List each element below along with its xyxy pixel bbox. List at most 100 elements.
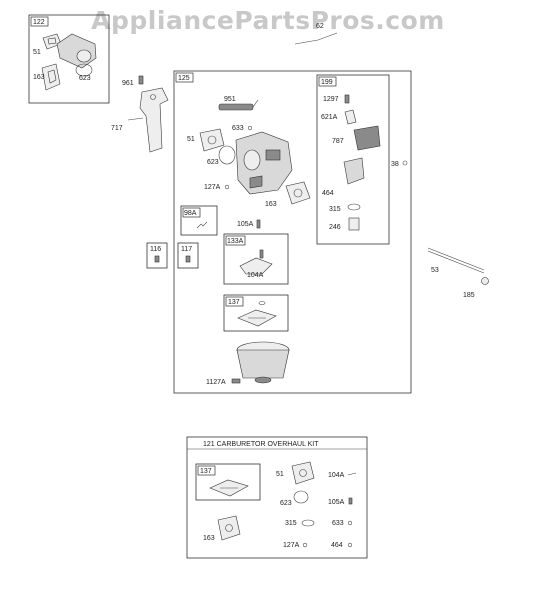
label-163: 163 [33,74,45,81]
group-133a-frame [223,233,289,285]
label-104a-kit: 104A [328,472,345,479]
kit-o-ring-623 [293,490,309,504]
group-98a-frame [180,205,218,236]
gasket-163-carb-hole [293,188,303,198]
group-116: 116 [146,242,168,269]
kit-part-633 [347,520,353,526]
group-98a-tag [182,207,201,218]
label-137b: 137 [200,468,212,475]
label-163c: 163 [203,535,215,542]
float-133a [239,257,273,275]
kit-o-ring-315 [301,519,315,527]
group-133a-tag [225,235,246,246]
part-621a [344,109,357,125]
carburetor-bowl-seat [249,175,263,189]
carburetor-throat [243,149,261,171]
intake-port [76,49,92,63]
part-185 [481,277,489,285]
bracket-hole [150,94,156,100]
group-117-frame [177,242,199,269]
label-623: 623 [79,75,91,82]
group-137-frame [223,294,289,332]
label-717: 717 [111,125,123,132]
label-1297: 1297 [323,96,339,103]
carburetor-boss [265,149,281,161]
bracket-717 [139,87,169,153]
label-1127a: 1127A [206,379,226,386]
label-133a: 133A [227,238,244,245]
kit-part-127a [302,542,308,548]
label-122: 122 [33,19,45,26]
label-199: 199 [321,79,333,86]
label-246: 246 [329,224,341,231]
label-623b: 623 [207,159,219,166]
group-199-frame [316,74,390,245]
label-633: 633 [232,125,244,132]
label-633b: 633 [332,520,344,527]
label-51c: 51 [276,471,284,478]
group-125: 125 951 633 51 623 127A 163 98A 10 [173,70,412,394]
kit-gasket-51-hole [299,469,307,477]
gasket-51-carb [199,128,225,152]
label-127a: 127A [204,184,221,191]
label-951: 951 [224,96,236,103]
label-116: 116 [150,246,161,253]
watermark: AppliancePartsPros.com [91,6,445,35]
label-53: 53 [431,267,439,274]
needle-104a [259,249,264,259]
solenoid-wire [252,99,259,108]
label-315b: 315 [285,520,297,527]
spring-98a [196,221,208,229]
group-137-tag [225,296,244,307]
part-787 [353,125,381,151]
screw-1297 [344,94,350,104]
group-122: 122 51 623 163 [28,14,110,104]
kit-part-464 [347,542,353,548]
label-117: 117 [181,246,192,253]
kit-needle-104a [347,472,357,476]
gasket-163-carb [285,181,311,205]
label-51b: 51 [187,136,195,143]
label-787: 787 [332,138,344,145]
group-121-kit: 121 CARBURETOR OVERHAUL KIT 137 51 104A … [186,436,368,559]
rod-53-b [427,250,485,274]
kit-137-frame [195,463,261,501]
kit-title: 121 CARBURETOR OVERHAUL KIT [203,441,319,448]
part-38 [402,160,408,166]
leader-717 [127,117,144,121]
part-117 [185,255,191,263]
o-ring-315 [347,203,361,211]
fuel-bowl-drain [254,376,272,384]
rod-53 [427,247,485,271]
group-117: 117 [177,242,199,269]
kit-gasket-163-hole [225,524,233,532]
label-125: 125 [178,75,190,82]
label-623c: 623 [280,500,292,507]
o-ring-623b [218,145,236,165]
part-116 [154,255,160,263]
label-105a: 105A [237,221,254,228]
label-185: 185 [463,292,475,299]
kit-gasket-51 [291,461,315,485]
group-199-tag [318,76,337,87]
kit-gasket-163 [217,515,241,541]
part-127a [224,184,230,190]
part-633 [247,125,253,131]
label-961: 961 [122,80,134,87]
label-105a-kit: 105A [328,499,345,506]
solenoid-951 [218,103,254,111]
label-104a: 104A [247,272,264,279]
kit-frame [186,436,368,559]
group-122-tag [30,16,49,27]
kit-part-105a [348,497,353,505]
label-163b: 163 [265,201,277,208]
group-122-frame [28,14,110,104]
label-621a: 621A [321,114,338,121]
label-137: 137 [228,299,240,306]
label-51: 51 [33,49,41,56]
group-125-frame [173,70,412,394]
linkage-rod-62 [294,32,338,45]
label-464b: 464 [331,542,343,549]
label-464: 464 [322,190,334,197]
